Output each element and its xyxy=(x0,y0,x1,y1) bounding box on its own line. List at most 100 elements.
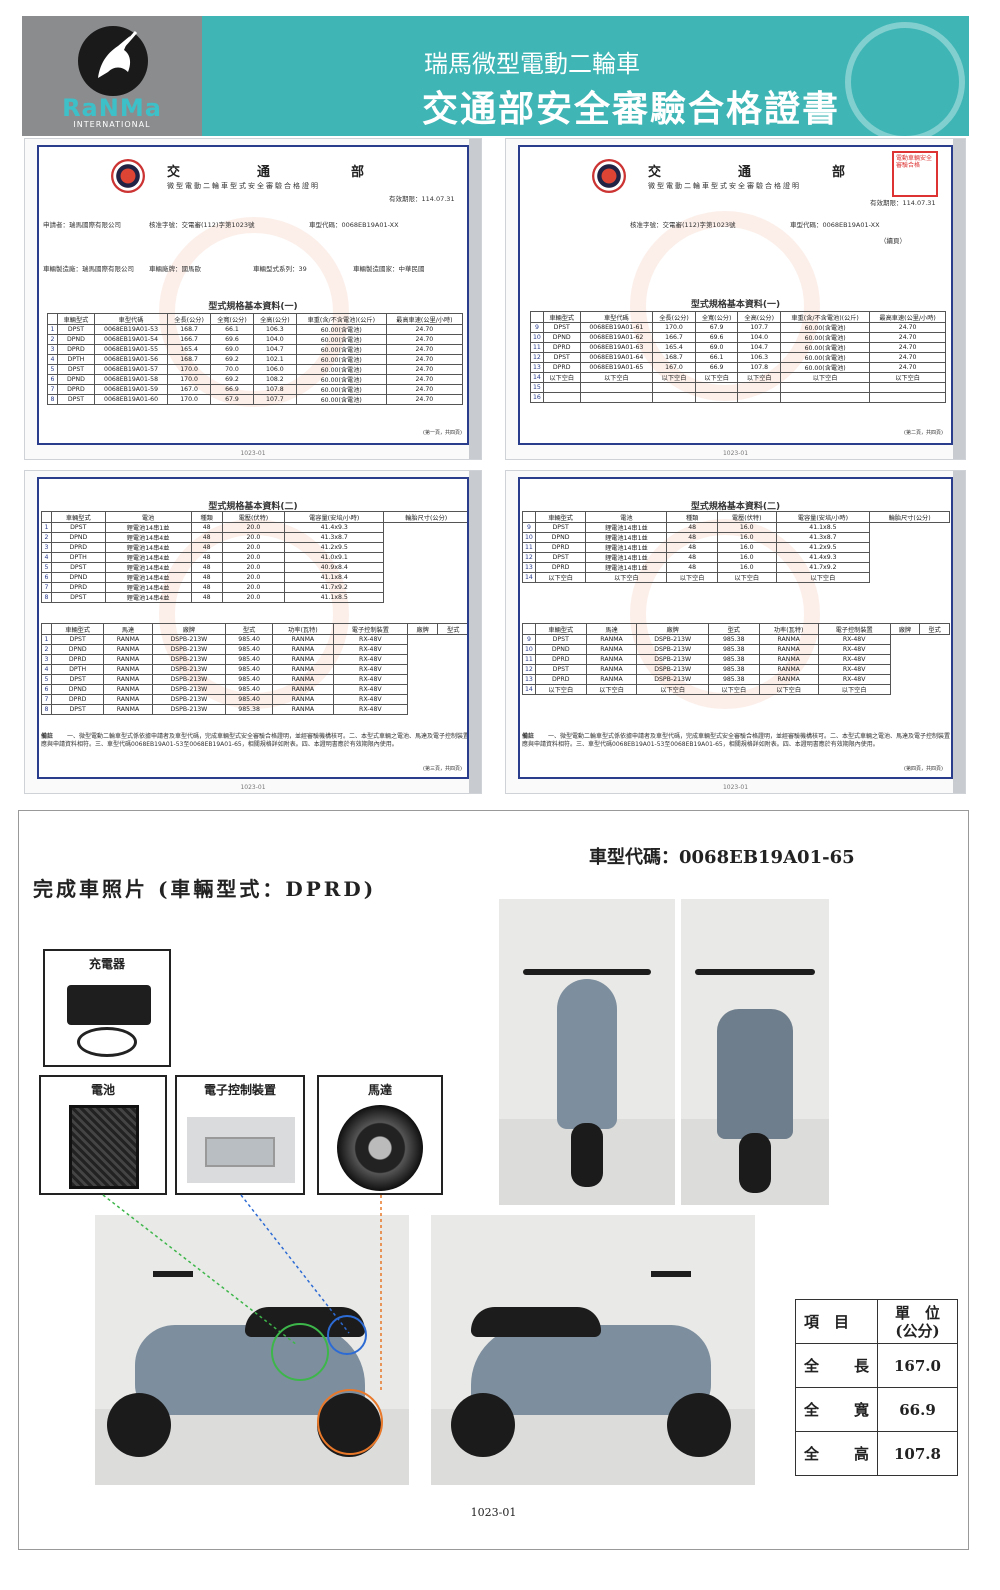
table-cell: 48 xyxy=(666,532,718,543)
table-cell: RX-48V xyxy=(817,654,891,665)
seat-icon xyxy=(471,1307,601,1337)
rear-wheel-icon xyxy=(739,1133,771,1193)
table-cell: 4 xyxy=(41,664,52,675)
side-bar xyxy=(469,139,481,459)
table-cell: DPTH xyxy=(57,354,95,365)
table-cell: DPRD xyxy=(542,362,581,373)
certificate-page-1: 交 通 部 微型電動二輪車型式安全審驗合格證明 有效期限：114.07.31 申… xyxy=(24,138,482,460)
table-cell: 14 xyxy=(522,684,536,695)
table-cell: 60.00(含電池) xyxy=(295,334,387,345)
column-header: 型式 xyxy=(707,623,760,635)
table-cell: RANMA xyxy=(103,664,153,675)
cert-approval-no: 核准字號：交電審(112)字第1023號 xyxy=(149,221,255,229)
table-cell: DPST xyxy=(50,634,105,645)
table-cell: DPND xyxy=(542,332,581,343)
table-cell: 60.00(含電池) xyxy=(295,374,387,385)
table-cell: 69.6 xyxy=(694,332,739,343)
table-cell: 985.40 xyxy=(225,674,274,685)
table-cell: 40.9x8.4 xyxy=(283,562,385,573)
column-header: 電子控制裝置 xyxy=(817,623,891,635)
table-cell: 41.0x9.1 xyxy=(283,552,385,563)
table-cell: 3 xyxy=(41,542,52,553)
table-cell: 以下空白 xyxy=(636,684,709,695)
table-cell: RANMA xyxy=(103,654,153,665)
header-banner: RaNMa INTERNATIONAL 瑞馬微型電動二輪車 交通部安全審驗合格證… xyxy=(22,16,969,136)
table-cell: 107.8 xyxy=(737,362,781,373)
table-cell: 60.00(含電池) xyxy=(295,324,387,335)
table-cell: RANMA xyxy=(103,644,153,655)
column-header: 功率(瓦特) xyxy=(758,623,819,635)
front-wheel-icon xyxy=(667,1393,731,1457)
table-cell: 16.0 xyxy=(716,522,777,533)
table-cell: 170.0 xyxy=(167,394,212,405)
cert-validity: 有效期限：114.07.31 xyxy=(870,199,936,207)
table-cell: 24.70 xyxy=(869,322,946,333)
table-cell: 以下空白 xyxy=(716,572,777,583)
table-cell: 以下空白 xyxy=(652,372,696,383)
table-cell: DPST xyxy=(542,352,581,363)
table-cell: DSPB-213W xyxy=(151,654,227,665)
table-cell: RANMA xyxy=(272,674,334,685)
table-cell: DPRD xyxy=(50,654,105,665)
table-cell: 104.7 xyxy=(252,344,297,355)
table-cell: 48 xyxy=(190,592,223,603)
spec-table-title: 型式規格基本資料(二) xyxy=(690,502,781,512)
remark-text: 備註一、微型電動二輪車型式係依據申請者及車型代碼，完成車輛型式安全審驗合格證明，… xyxy=(522,733,950,749)
motor-label: 馬達 xyxy=(367,1083,392,1097)
column-header: 電池 xyxy=(585,511,668,523)
ministry-seal-icon xyxy=(845,22,965,136)
component-pointer-lines xyxy=(102,1194,382,1391)
table-cell: 0068EB19A01-64 xyxy=(579,352,654,363)
table-cell: DPST xyxy=(534,634,587,645)
certificate-page-2: 交 通 部 電動車輛安全審驗合格 微型電動二輪車型式安全審驗合格證明 有效期限：… xyxy=(505,138,966,460)
column-header: 車輛型式 xyxy=(51,511,106,523)
table-cell: RANMA xyxy=(758,674,819,685)
table-cell xyxy=(579,392,654,403)
table-cell: RANMA xyxy=(758,644,819,655)
table-row: 15 xyxy=(530,382,946,393)
column-header: 馬達 xyxy=(585,623,638,635)
cert-number: 車型代碼：0068EB19A01-XX xyxy=(309,221,399,229)
cert-head-char: 交 xyxy=(648,165,662,180)
spec-table-title: 型式規格基本資料(二) xyxy=(208,502,298,512)
certificate-frame: 交 通 部 微型電動二輪車型式安全審驗合格證明 有效期限：114.07.31 申… xyxy=(37,145,469,445)
table-cell: 11 xyxy=(522,542,536,553)
table-cell: DSPB-213W xyxy=(636,644,709,655)
table-cell xyxy=(542,392,581,403)
table-cell: DSPB-213W xyxy=(151,644,227,655)
handlebar-icon xyxy=(695,969,815,975)
table-cell: 鋰電池14串1並 xyxy=(585,562,668,573)
table-cell: 24.70 xyxy=(385,354,464,365)
column-header: 輪胎尺寸(公分) xyxy=(383,511,467,523)
table-cell: DPST xyxy=(50,704,105,715)
table-cell xyxy=(779,382,871,393)
column-header xyxy=(41,623,52,635)
column-header: 車輛型式 xyxy=(534,623,587,635)
table-cell: 48 xyxy=(190,582,223,593)
table-cell: DPRD xyxy=(534,654,587,665)
table-row: 車輛型式馬達廠牌型式功率(瓦特)電子控制裝置廠牌型式 xyxy=(41,623,467,635)
column-header: 車重(含/不含電池)(公斤) xyxy=(295,313,387,325)
table-cell: 167.0 xyxy=(167,384,212,395)
table-cell: 24.70 xyxy=(385,334,464,345)
table-cell: DPST xyxy=(534,552,587,563)
column-header: 最高車速(公里/小時) xyxy=(869,311,946,323)
column-header xyxy=(41,511,52,523)
table-cell: RANMA xyxy=(272,644,334,655)
column-header: 車型代碼 xyxy=(93,313,169,325)
table-cell: 2 xyxy=(47,334,58,345)
table-cell: 鋰電池14串4並 xyxy=(104,552,192,563)
table-cell: 106.3 xyxy=(252,324,297,335)
table-cell: 20.0 xyxy=(221,552,286,563)
